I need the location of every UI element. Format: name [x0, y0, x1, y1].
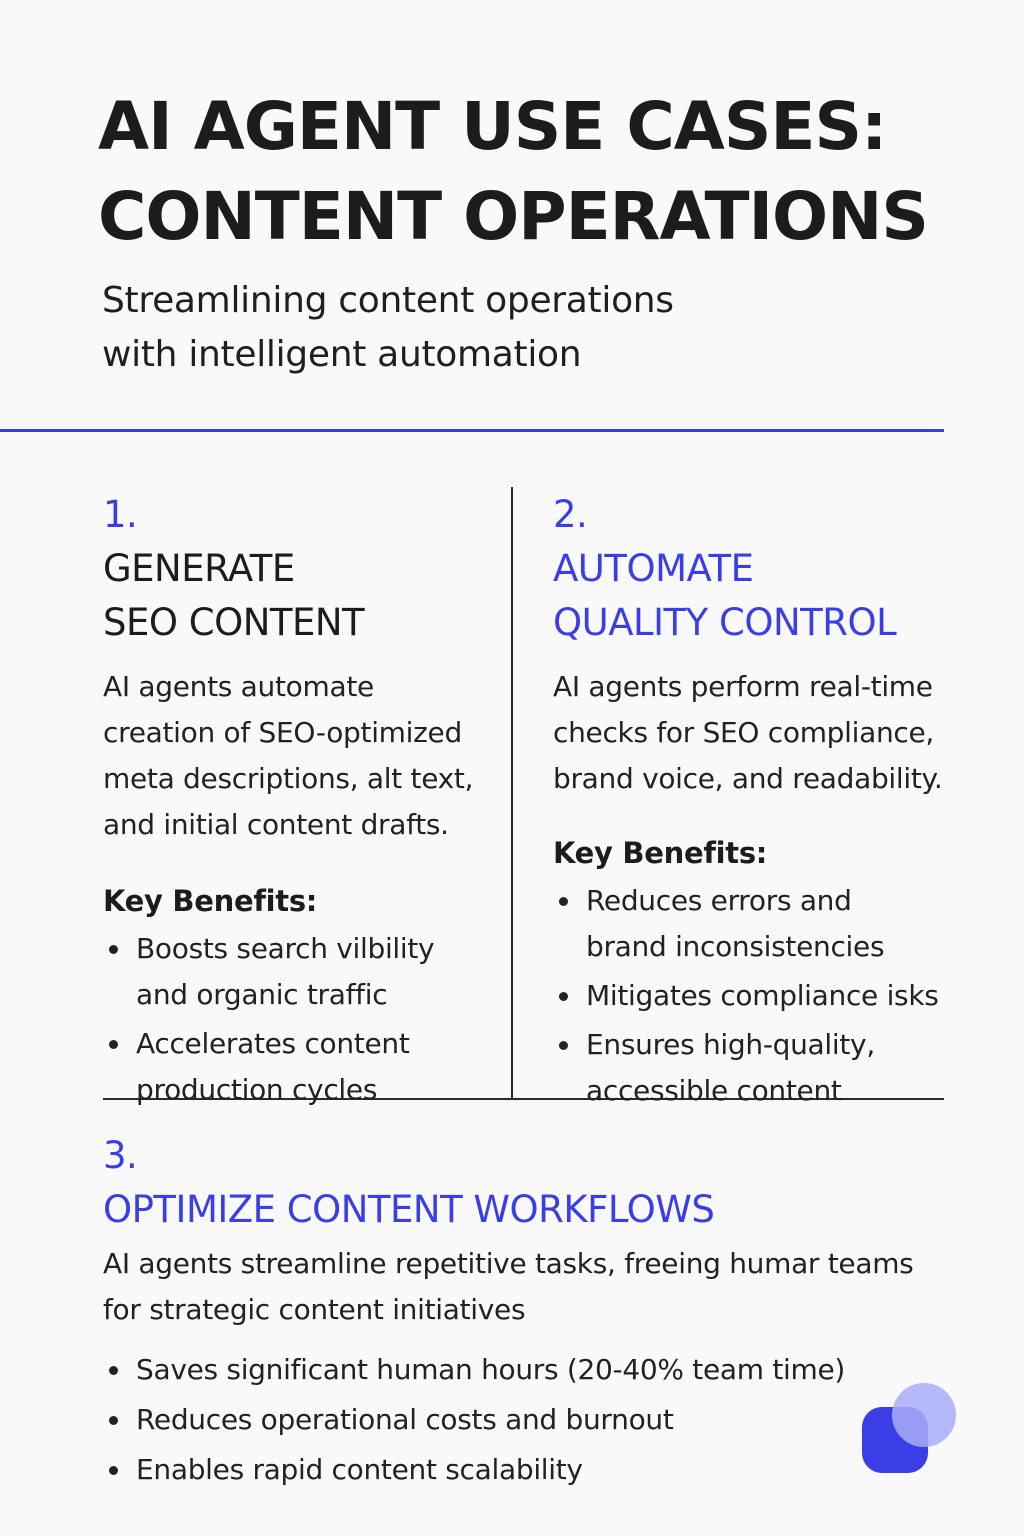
- heading-line-2: QUALITY CONTROL: [553, 601, 897, 644]
- desc-line: brand voice, and readability.: [553, 762, 943, 795]
- desc-line: meta descriptions, alt text,: [103, 762, 474, 795]
- desc-line: AI agents perform real-time: [553, 670, 933, 703]
- benefits-list: Reduces errors and brand inconsistencies…: [553, 878, 973, 1114]
- section-description: AI agents automate creation of SEO-optim…: [103, 664, 503, 848]
- accent-divider: [0, 429, 944, 432]
- heading-line-1: 3. OPTIMIZE CONTENT WORKFLOWS: [103, 1129, 963, 1237]
- list-item: Accelerates content production cycles: [103, 1021, 503, 1113]
- title-line-1: AI AGENT USE CASES:: [98, 88, 887, 165]
- list-item: Reduces errors and brand inconsistencies: [553, 878, 973, 970]
- list-item-line: accessible content: [586, 1074, 842, 1107]
- section-heading: 3. OPTIMIZE CONTENT WORKFLOWS: [103, 1129, 963, 1237]
- list-item-line: Reduces errors and: [586, 884, 852, 917]
- list-item-line: production cycles: [136, 1073, 378, 1106]
- section-number: 1.: [103, 493, 138, 536]
- overlapping-shapes-logo-icon: [862, 1383, 956, 1473]
- page-title: AI AGENT USE CASES: CONTENT OPERATIONS: [98, 82, 929, 262]
- list-item-line: Mitigates compliance isks: [586, 979, 939, 1012]
- section-number: 2.: [553, 493, 588, 536]
- benefits-list: Saves significant human hours (20-40% te…: [103, 1347, 963, 1493]
- list-item: Boosts search vilbility and organic traf…: [103, 926, 503, 1018]
- column-divider: [511, 487, 513, 1099]
- section-automate-quality-control: 2. AUTOMATE QUALITY CONTROL AI agents pe…: [553, 488, 973, 1114]
- list-item-line: brand inconsistencies: [586, 930, 885, 963]
- list-item-line: and organic traffic: [136, 978, 388, 1011]
- section-description: AI agents streamline repetitive tasks, f…: [103, 1241, 963, 1333]
- subtitle-line-1: Streamlining content operations: [102, 280, 674, 321]
- title-line-2: CONTENT OPERATIONS: [98, 178, 929, 255]
- heading-line-1: 1. GENERATE: [103, 488, 503, 596]
- list-item: Ensures high-quality, accessible content: [553, 1022, 973, 1114]
- list-item: Saves significant human hours (20-40% te…: [103, 1347, 963, 1393]
- heading-text-1: AUTOMATE: [553, 547, 754, 590]
- section-optimize-content-workflows: 3. OPTIMIZE CONTENT WORKFLOWS AI agents …: [103, 1129, 963, 1493]
- list-item-line: Ensures high-quality,: [586, 1028, 875, 1061]
- desc-line: AI agents automate: [103, 670, 374, 703]
- subtitle-line-2: with intelligent automation: [102, 334, 582, 375]
- heading-text-1: GENERATE: [103, 547, 295, 590]
- desc-line: for strategic content initiatives: [103, 1293, 526, 1326]
- list-item-line: Accelerates content: [136, 1027, 410, 1060]
- heading-line-1: 2. AUTOMATE: [553, 488, 973, 596]
- section-heading: 1. GENERATE SEO CONTENT: [103, 488, 503, 650]
- section-number: 3.: [103, 1134, 138, 1177]
- list-item: Enables rapid content scalability: [103, 1447, 963, 1493]
- key-benefits-label: Key Benefits:: [553, 836, 768, 870]
- page-subtitle: Streamlining content operations with int…: [102, 274, 674, 382]
- desc-line: and initial content drafts.: [103, 808, 449, 841]
- list-item: Reduces operational costs and burnout: [103, 1397, 963, 1443]
- section-generate-seo-content: 1. GENERATE SEO CONTENT AI agents automa…: [103, 488, 503, 1113]
- list-item-line: Enables rapid content scalability: [136, 1453, 583, 1486]
- key-benefits-label: Key Benefits:: [103, 884, 318, 918]
- heading-line-2: SEO CONTENT: [103, 601, 365, 644]
- list-item-line: Reduces operational costs and burnout: [136, 1403, 674, 1436]
- section-divider: [103, 1098, 944, 1100]
- desc-line: creation of SEO-optimized: [103, 716, 462, 749]
- heading-text: OPTIMIZE CONTENT WORKFLOWS: [103, 1188, 715, 1231]
- list-item-line: Saves significant human hours (20-40% te…: [136, 1353, 846, 1386]
- section-description: AI agents perform real-time checks for S…: [553, 664, 973, 802]
- logo-light-shape: [892, 1383, 956, 1447]
- benefits-list: Boosts search vilbility and organic traf…: [103, 926, 503, 1113]
- section-heading: 2. AUTOMATE QUALITY CONTROL: [553, 488, 973, 650]
- desc-line: AI agents streamline repetitive tasks, f…: [103, 1247, 914, 1280]
- list-item-line: Boosts search vilbility: [136, 932, 435, 965]
- list-item: Mitigates compliance isks: [553, 973, 973, 1019]
- desc-line: checks for SEO compliance,: [553, 716, 935, 749]
